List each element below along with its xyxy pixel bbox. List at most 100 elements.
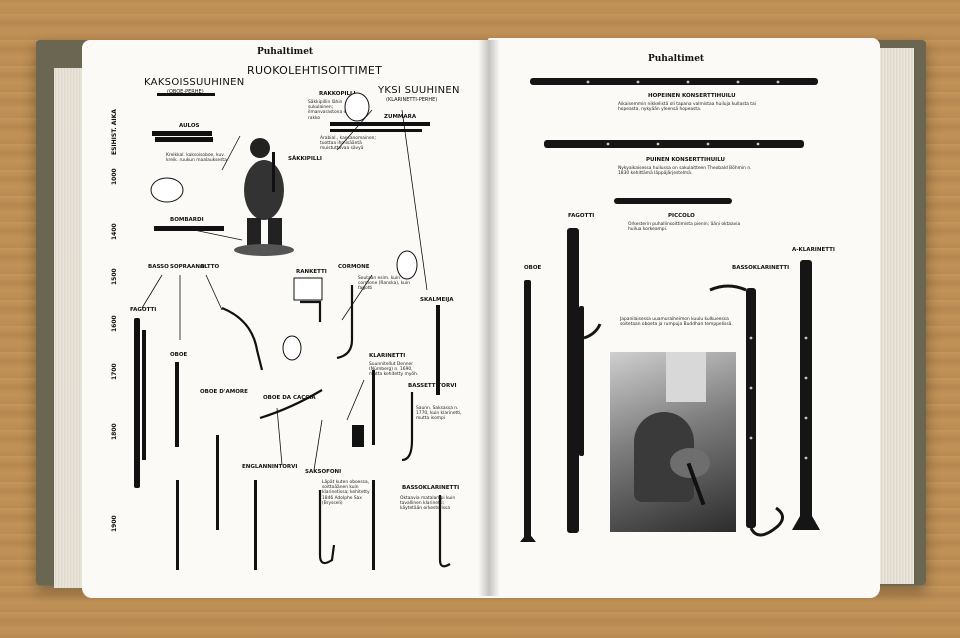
label-oboe: OBOE [170,352,188,358]
label-rakkopilli: RAKKOPILLI [319,91,356,97]
englannintorvi-icon [254,480,257,570]
label-englannintorvi: ENGLANNINTORVI [242,464,298,470]
label-oboe-damore: OBOE D'AMORE [200,389,248,395]
klarinetti-icon [372,370,375,445]
group-sub-single: (KLARINETTI-PERHE) [386,97,438,103]
bassoklarinetti-icon [746,288,756,528]
oboe-da-caccia-icon [259,389,323,420]
basso-pommer-icon [221,306,264,371]
label-bassoklarinetti-right: BASSOKLARINETTI [732,265,790,271]
bombardi-icon [154,226,224,231]
right-page: Puhaltimet HOPEINEN KONSERTTIHUILU Aikai… [488,38,880,598]
oboe-icon [175,362,179,447]
caption-bassoklarinetti: Oktaavia matalampi kuin tavallinen klari… [400,496,456,512]
book-gutter [478,40,500,596]
connector-line [141,274,163,309]
photo-japanese-oboe-player [610,352,736,532]
label-cormone: CORMONE [338,264,370,270]
label-a-klarinetti: A-KLARINETTI [792,247,835,253]
connector-line [221,135,241,171]
running-head: Puhaltimet [257,47,314,57]
label-zummara: ZUMMARA [384,114,417,120]
label-skalmeija: SKALMEIJA [420,297,454,303]
mouthpiece-icon [352,425,364,447]
label-oboe-right: OBOE [524,265,542,271]
cormone-icon [336,285,354,360]
label-saksofoni: SAKSOFONI [305,469,342,475]
label-altto: ALTTO [200,264,220,270]
a-klarinetti-bell-icon [792,516,820,530]
caption-klarinetti: Suunnitellut Denner (Nürnberg) n. 1690, … [369,362,419,378]
connector-line [341,274,373,321]
label-sakkipilli: SÄKKIPILLI [288,156,322,162]
page-edges-right [874,48,914,584]
connector-line [346,379,365,421]
bassoklarinetti-icon [438,495,451,568]
caption-sakkipilli: Arabial., kansanomainen; tuottaa ihmisää… [320,136,376,152]
skalmeija-icon [436,305,440,395]
caption-hopeinen-konserttihuilu: Aikaisemmin nikkelistä oli tapana valmis… [618,102,756,113]
saksofoni-icon [318,490,336,565]
bagpipe-player-illustration [234,138,294,256]
label-ranketti: RANKETTI [296,269,327,275]
fagotti-icon [579,306,584,456]
fagotti-icon [567,228,579,533]
rakkopilli-player-icon [344,92,370,122]
connector-line [401,109,428,291]
a-klarinetti-icon [800,260,812,530]
page-title: RUOKOLEHTISOITTIMET [247,64,383,77]
label-bassoklarinetti: BASSOKLARINETTI [402,485,460,491]
label-aulos: AULOS [179,123,200,129]
aulos-icon [152,131,212,136]
label-sopraano: SOPRAANO [170,264,205,270]
player-figure-icon [150,177,184,203]
photo-caption: Japanilaisessa uuamuraiheimon kuulu kulk… [620,317,733,328]
bassoklarinetti-bell-icon [749,506,784,537]
oboe-lower-icon [176,480,179,570]
right-illustrations [520,78,820,542]
ranketti-box-icon [293,277,323,301]
label-piccolo: PICCOLO [668,213,695,219]
figure-icon [282,335,302,361]
label-fagotti: FAGOTTI [130,307,157,313]
caption-bassettitorvi: Saunn. Saksassa n. 1770, kuin klarinetti… [416,406,462,422]
zummara-icon [330,122,430,126]
caption-puinen-konserttihuilu: Nykyaikaisessa huilussa on sakulaitteen … [618,166,752,177]
bassettitorvi-icon [401,392,414,462]
fagotti-bocal-icon [583,323,602,340]
caption-saksofoni: Läpät kuten oboessa, soittoäänen kuin kl… [322,480,370,506]
label-bassettitorvi: BASSETTITORVI [408,383,457,389]
klarinetti-lower-icon [372,480,375,570]
label-basso: BASSO [148,264,169,270]
oboe-damore-icon [216,435,219,530]
label-hopeinen-konserttihuilu: HOPEINEN KONSERTTIHUILU [648,93,736,99]
oboe-bell-icon [520,532,536,542]
caption-aulos: Kreikkal. kaksoisoboe, kuv. kreik. ruuku… [166,153,227,164]
group-title-single: YKSI SUUHINEN [378,85,460,96]
connector-line [193,229,243,241]
group-title-double: KAKSOISSUUHINEN [144,77,245,88]
ranketti-icon [300,300,322,322]
caption-piccolo: Orkesterin puhallinsoittimista pienin; ä… [628,222,741,233]
oboe-icon [524,280,531,542]
label-fagotti-right: FAGOTTI [568,213,595,219]
label-puinen-konserttihuilu: PUINEN KONSERTTIHUILU [646,157,725,163]
running-head-right: Puhaltimet [648,54,705,64]
fagotti-icon [142,330,146,460]
left-page: Puhaltimet RUOKOLEHTISOITTIMET KAKSOISSU… [82,40,492,598]
dancer-figure-icon [396,250,418,280]
label-oboe-da-caccia: OBOE DA CACCIA [263,395,316,401]
zummara-icon [330,129,422,132]
puinen-konserttihuilu-icon [544,140,804,148]
piccolo-icon [614,198,732,204]
pipe-top-icon [157,93,215,96]
connector-line [276,407,283,466]
left-illustrations [134,92,451,570]
caption-rakkopilli: Säkkipillin lähin sukulainen; ilmanvaras… [308,100,362,121]
aulos-icon [155,137,213,142]
bassoklarinetti-neck-icon [709,284,747,292]
label-bombardi: BOMBARDI [170,217,204,223]
hopeinen-konserttihuilu-icon [530,78,818,85]
label-klarinetti: KLARINETTI [369,353,406,359]
group-sub-double: (OBOE-PERHE) [167,89,204,95]
